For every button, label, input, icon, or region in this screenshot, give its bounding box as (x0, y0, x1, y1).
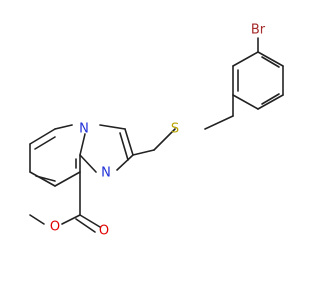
structure-canvas: Br S N N O O (29, 23, 284, 239)
bond (79, 154, 97, 173)
atom-labels: Br S N N O O (50, 23, 266, 239)
double-bond (34, 136, 56, 150)
bond (116, 154, 134, 171)
double-bond (261, 93, 280, 105)
imidazole-ring (79, 124, 134, 173)
bond (257, 94, 284, 110)
bond (29, 171, 56, 187)
double-bond (75, 218, 96, 233)
bond (232, 51, 259, 67)
bromophenyl-ring (232, 37, 284, 110)
bond (232, 94, 259, 110)
ester-oxygen-atom: O (50, 220, 60, 235)
bond (54, 171, 81, 187)
bond (29, 128, 56, 145)
bond (54, 124, 73, 130)
bond (99, 124, 126, 130)
bromine-atom: Br (251, 23, 266, 38)
bond (257, 51, 284, 67)
methyl-ester (29, 171, 101, 233)
bond (79, 214, 101, 228)
sulfur-atom: S (171, 122, 179, 137)
bridgehead-nitrogen-atom: N (79, 122, 89, 137)
bond (29, 214, 45, 225)
pyridine-ring (29, 124, 86, 187)
bond (79, 133, 86, 156)
double-bond (119, 132, 129, 161)
bond (61, 214, 81, 225)
bond (124, 128, 134, 156)
thioether-linker (132, 94, 234, 156)
double-bond (261, 56, 280, 68)
imidazole-nitrogen-atom: N (101, 166, 111, 181)
molecule-diagram: Br S N N O O (29, 23, 284, 239)
carbonyl-oxygen-atom: O (99, 224, 109, 239)
bond (204, 115, 234, 130)
bond (153, 128, 176, 151)
double-bond (35, 175, 56, 182)
bond (132, 149, 155, 156)
